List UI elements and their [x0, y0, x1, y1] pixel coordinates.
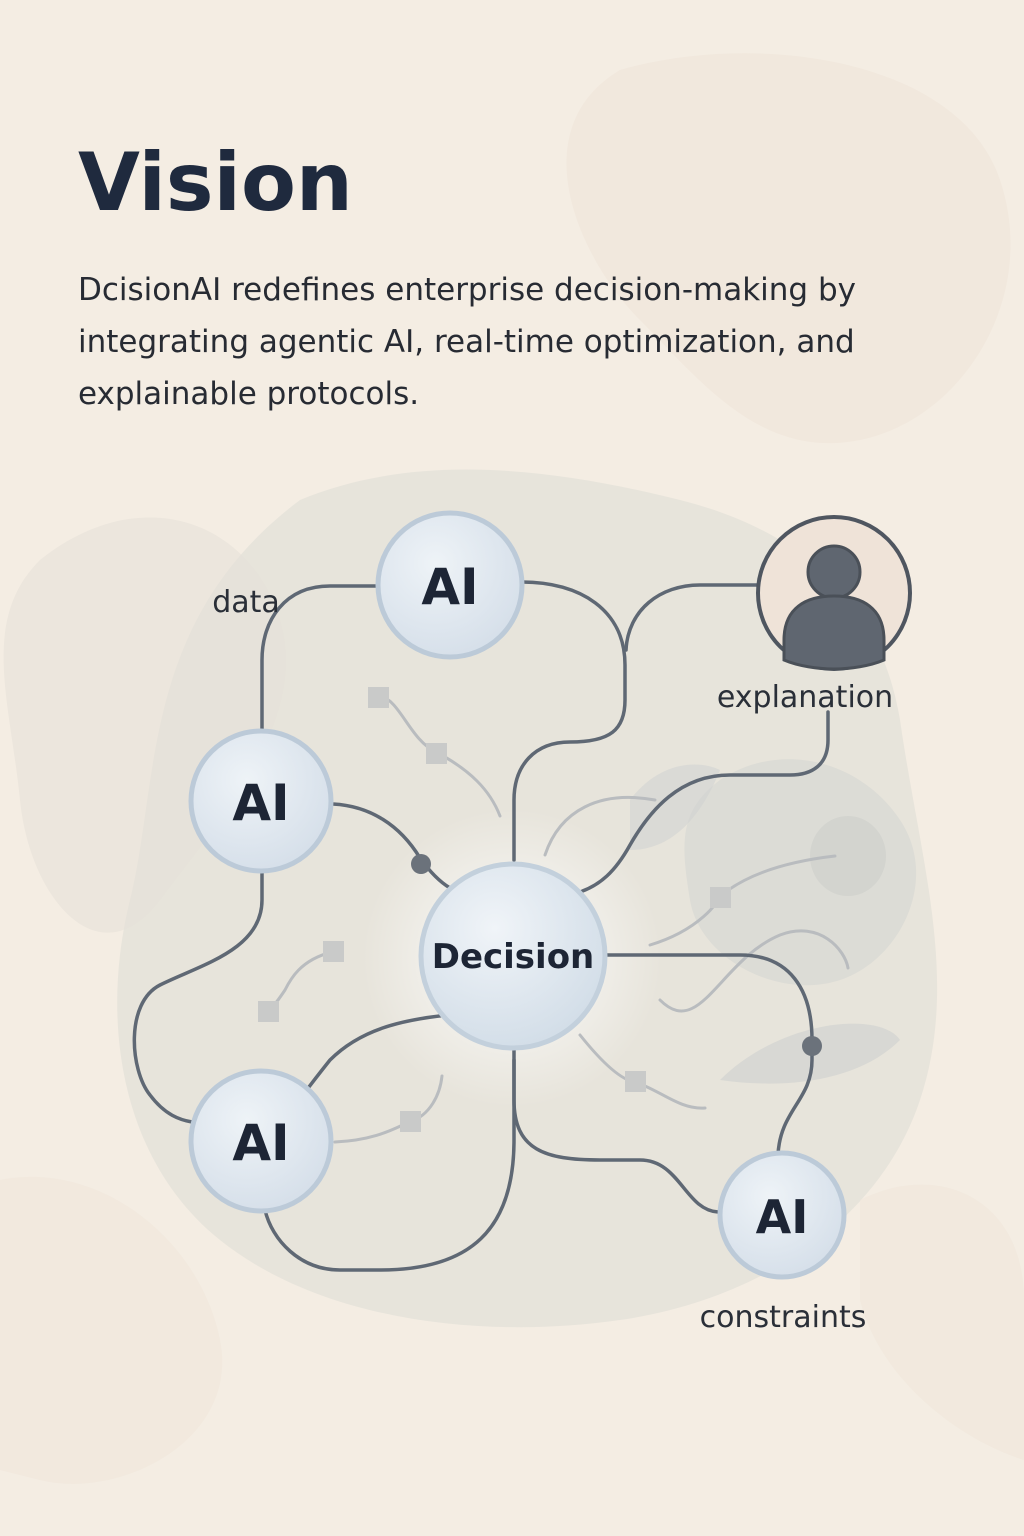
vision-description: DcisionAI redefines enterprise decision-…	[78, 272, 856, 412]
person-node	[756, 515, 912, 671]
page-title: Vision	[78, 136, 353, 229]
ai-node-label: AI	[756, 1190, 809, 1244]
edge-label-constraints: constraints	[700, 1300, 867, 1335]
junction-dot	[802, 1036, 822, 1056]
decision-node: Decision	[418, 861, 608, 1051]
ai-node-left: AI	[188, 728, 334, 874]
ai-node-label: AI	[232, 774, 289, 832]
faint-squares	[258, 687, 731, 1132]
junction-dot	[411, 854, 431, 874]
ai-node-bottom-right: AI	[717, 1150, 847, 1280]
ai-node-label: AI	[232, 1114, 289, 1172]
ai-node-bottom-left: AI	[188, 1068, 334, 1214]
ai-node-label: AI	[421, 558, 478, 616]
edge-label-data: data	[212, 585, 280, 620]
edge-label-explanation: explanation	[717, 680, 893, 715]
faint-connectors	[266, 694, 850, 1144]
ai-node-top: AI	[375, 510, 525, 660]
decision-node-label: Decision	[432, 937, 595, 977]
person-icon	[782, 544, 886, 671]
